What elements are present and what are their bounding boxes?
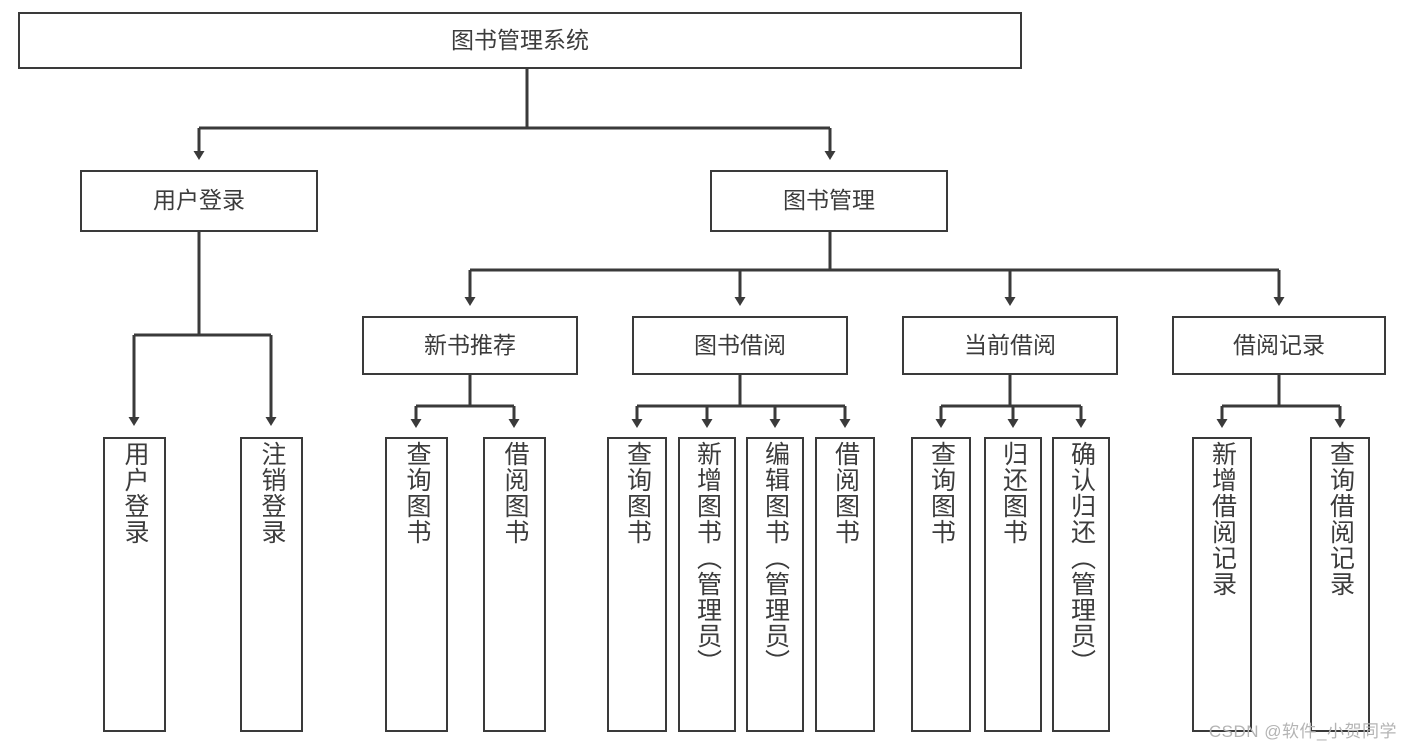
- node-leaf-confirm-return-admin[interactable]: 确认归还（管理员）: [1052, 437, 1110, 732]
- node-leaf-edit-book-admin[interactable]: 编辑图书（管理员）: [746, 437, 804, 732]
- node-label: 图书管理系统: [451, 26, 589, 53]
- node-leaf-borrow-books-borrow[interactable]: 借阅图书: [815, 437, 875, 732]
- node-label: 新书推荐: [424, 331, 516, 358]
- node-label: 当前借阅: [964, 331, 1056, 358]
- node-label: 新增借阅记录: [1208, 441, 1237, 597]
- node-leaf-user-login[interactable]: 用户登录: [103, 437, 166, 732]
- node-leaf-logout-login[interactable]: 注销登录: [240, 437, 303, 732]
- node-leaf-query-books-borrow[interactable]: 查询图书: [607, 437, 667, 732]
- node-leaf-query-books-current[interactable]: 查询图书: [911, 437, 971, 732]
- node-label: 借阅图书: [501, 441, 529, 545]
- node-label: 确认归还（管理员）: [1067, 441, 1096, 675]
- node-leaf-add-borrow-record[interactable]: 新增借阅记录: [1192, 437, 1252, 732]
- node-book-borrow[interactable]: 图书借阅: [632, 316, 848, 375]
- node-label: 查询图书: [403, 441, 431, 545]
- node-leaf-query-books-recommend[interactable]: 查询图书: [385, 437, 448, 732]
- node-borrow-record[interactable]: 借阅记录: [1172, 316, 1386, 375]
- node-label: 借阅图书: [831, 441, 860, 545]
- node-label: 图书借阅: [694, 331, 786, 358]
- node-label: 编辑图书（管理员）: [761, 441, 790, 675]
- node-label: 用户登录: [153, 187, 245, 214]
- node-book-management-system[interactable]: 图书管理系统: [18, 12, 1022, 69]
- node-label: 新增图书（管理员）: [693, 441, 722, 675]
- node-label: 查询借阅记录: [1326, 441, 1355, 597]
- node-label: 图书管理: [783, 187, 875, 214]
- node-leaf-add-book-admin[interactable]: 新增图书（管理员）: [678, 437, 736, 732]
- node-label: 借阅记录: [1233, 331, 1325, 358]
- node-label: 用户登录: [121, 441, 149, 545]
- node-user-login[interactable]: 用户登录: [80, 170, 318, 232]
- node-label: 查询图书: [623, 441, 652, 545]
- node-current-borrow[interactable]: 当前借阅: [902, 316, 1118, 375]
- node-new-book-recommend[interactable]: 新书推荐: [362, 316, 578, 375]
- node-leaf-query-borrow-record[interactable]: 查询借阅记录: [1310, 437, 1370, 732]
- node-leaf-borrow-books-recommend[interactable]: 借阅图书: [483, 437, 546, 732]
- node-label: 注销登录: [258, 441, 286, 545]
- watermark: CSDN @软件_小贺同学: [1208, 722, 1397, 741]
- node-label: 查询图书: [927, 441, 956, 545]
- node-leaf-return-books[interactable]: 归还图书: [984, 437, 1042, 732]
- node-book-management[interactable]: 图书管理: [710, 170, 948, 232]
- node-label: 归还图书: [999, 441, 1028, 545]
